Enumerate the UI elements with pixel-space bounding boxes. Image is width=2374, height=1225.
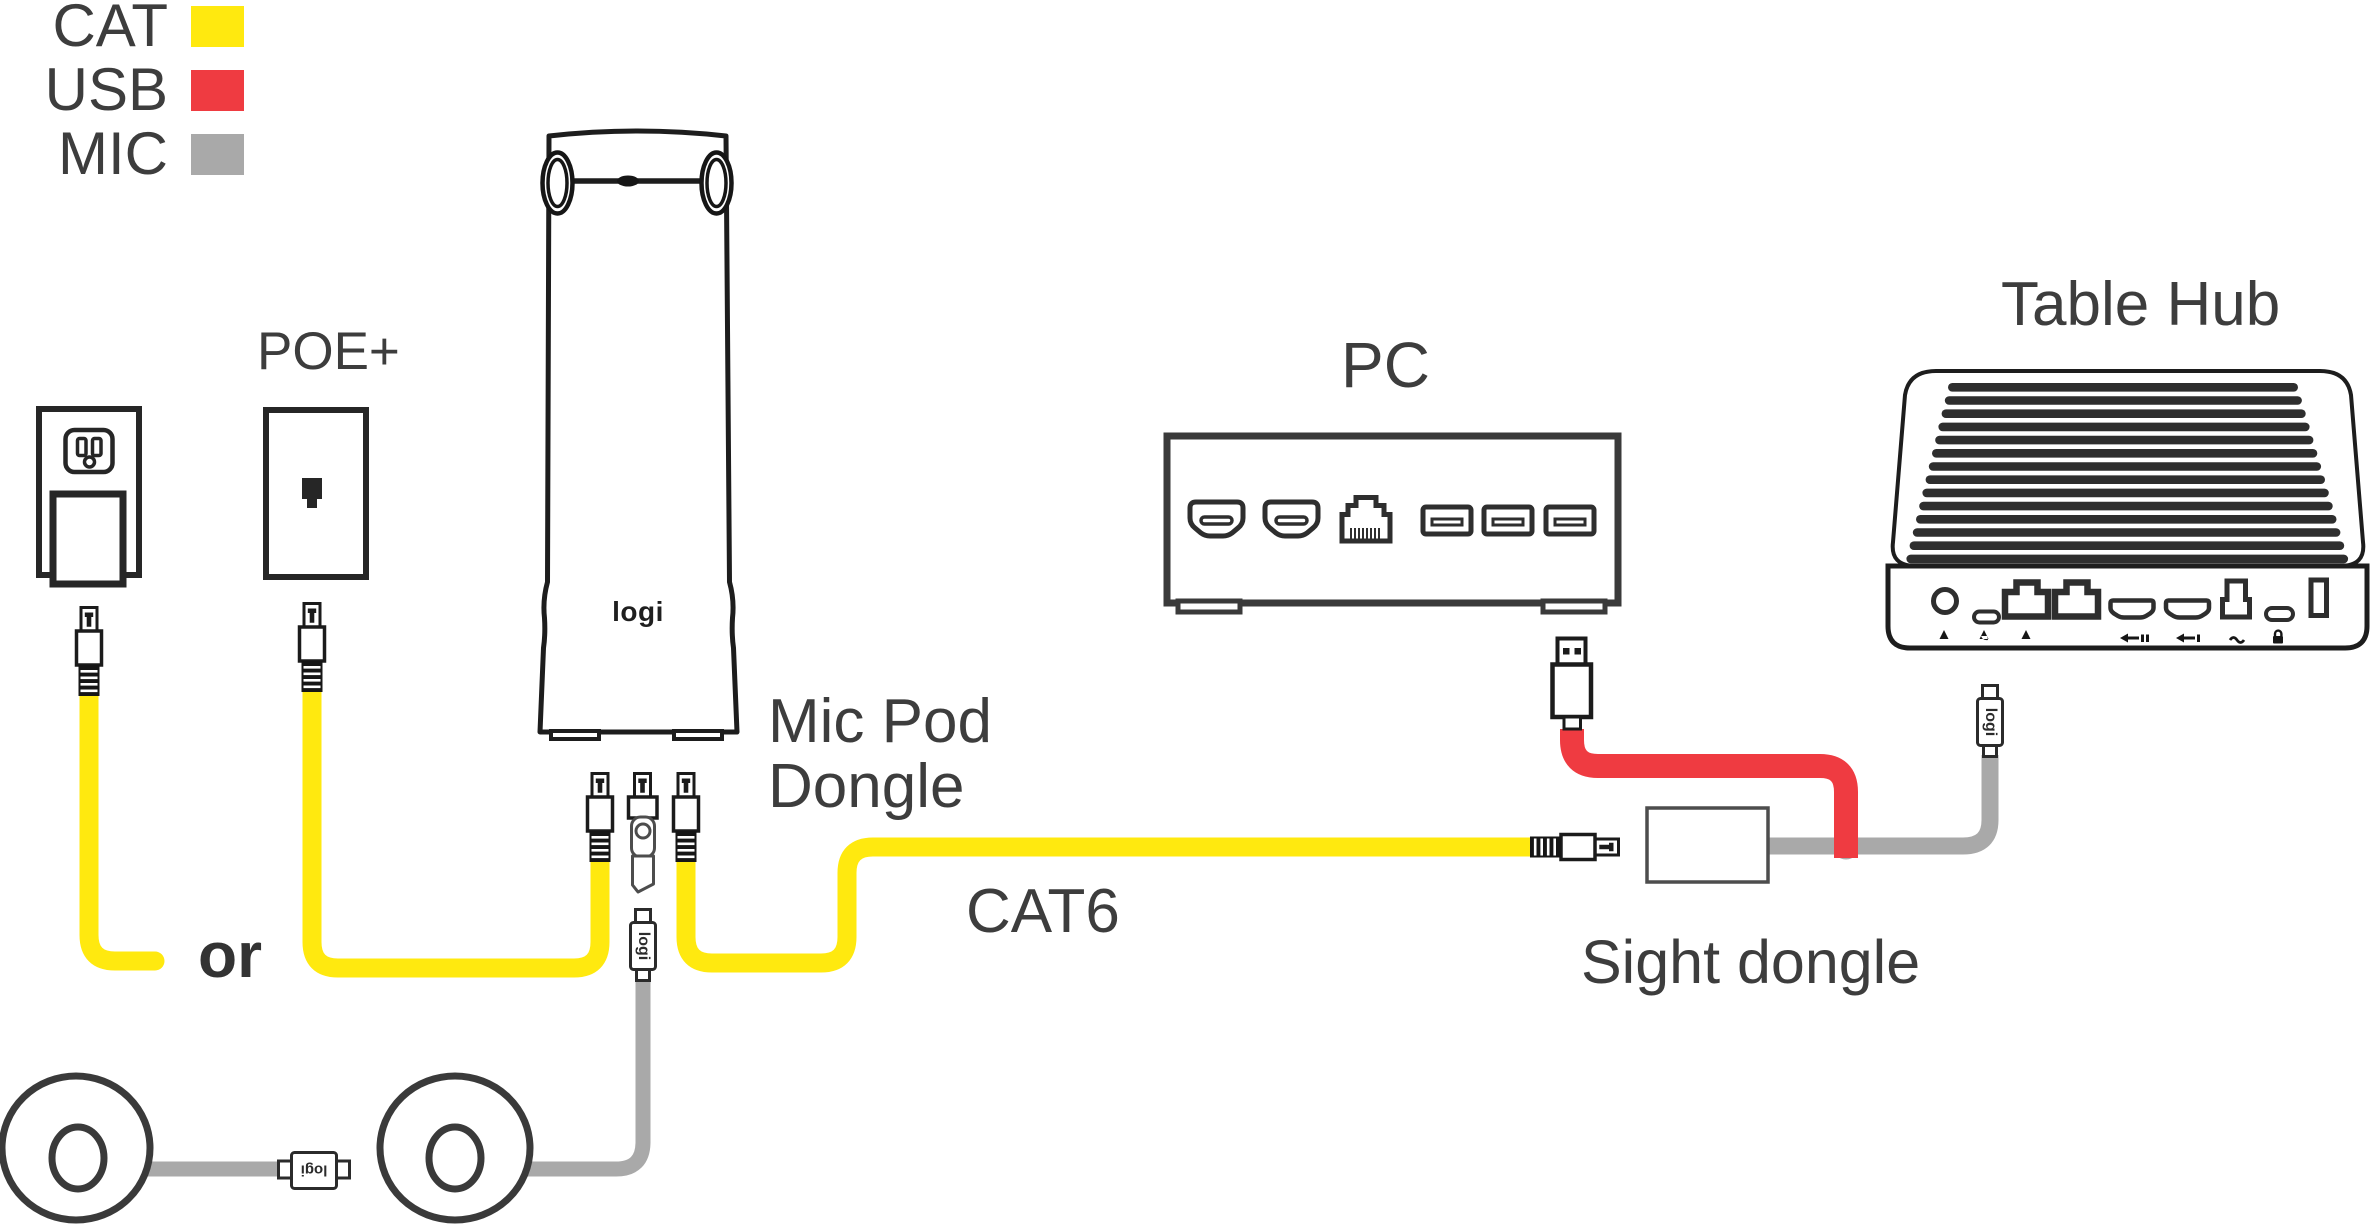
mic-pod-dongle-label-line1: Mic Pod <box>768 687 992 756</box>
sight-foot-right <box>672 729 724 741</box>
cat6-cable-sight-to-dongle <box>676 837 1552 973</box>
usbc-pods-logi-logo: logi <box>300 1161 328 1179</box>
rj45-connector-dongle <box>1528 832 1621 862</box>
poe-wall-jack <box>263 407 369 580</box>
hub-vents <box>1906 383 2349 564</box>
sight-lens-left-inner <box>546 157 569 209</box>
usb-cable-pc-to-dongle <box>1560 729 1858 858</box>
hub-slot-1 <box>1972 609 2001 625</box>
usbc-connector-pods <box>277 1151 351 1190</box>
pc-foot-right <box>1540 598 1608 615</box>
pc <box>1163 432 1622 615</box>
cat6-label: CAT6 <box>966 877 1120 946</box>
legend-label-cat: CAT <box>52 0 168 59</box>
legend-label-usb: USB <box>44 56 168 123</box>
hub-port-icons <box>1939 629 2283 644</box>
rj45-connector-poe <box>297 601 327 694</box>
sight-logi-logo: logi <box>612 596 664 627</box>
pc-hdmi-port-2 <box>1265 502 1318 536</box>
table-hub-label: Table Hub <box>2001 270 2281 339</box>
poe-label: POE+ <box>257 322 400 381</box>
rj45-connector-sight-right <box>671 771 701 864</box>
sight-lens-right-inner <box>705 157 728 209</box>
mic-cable-dongle-to-hub <box>1764 755 1999 855</box>
sight-foot-left <box>549 729 601 741</box>
sight-body <box>537 128 740 735</box>
pc-foot-left <box>1175 598 1243 615</box>
sight-camera <box>537 128 740 741</box>
pc-usb-port-2 <box>1484 507 1532 534</box>
pc-usb-port-3 <box>1546 507 1594 534</box>
usb-a-connector <box>1550 636 1594 731</box>
hub-usb-port <box>2220 578 2252 620</box>
legend-row-mic: MIC <box>0 122 244 186</box>
sight-dongle-label: Sight dongle <box>1581 928 1921 996</box>
cat-cable-outlet <box>79 679 165 971</box>
pc-label: PC <box>1341 329 1430 401</box>
wall-outlet <box>36 406 142 588</box>
power-adapter <box>49 490 127 588</box>
hub-slot-2 <box>2264 606 2295 622</box>
legend: CAT USB MIC <box>0 0 244 186</box>
outlet-ground-hole <box>82 455 97 469</box>
rj45-connector-sight-left <box>585 771 615 864</box>
mic-pod-dongle <box>626 772 659 894</box>
mic-pod-dongle-label-line2: Dongle <box>768 752 965 821</box>
rj45-connector-outlet <box>74 605 104 698</box>
cat-cable-poe-to-sight <box>302 675 610 978</box>
legend-row-usb: USB <box>0 58 244 122</box>
or-label: or <box>198 919 262 991</box>
table-hub <box>1885 369 2370 651</box>
cables <box>79 675 1999 1177</box>
mic-pod-1 <box>0 1072 154 1224</box>
poe-port <box>302 478 322 508</box>
legend-swatch-usb <box>191 69 244 111</box>
legend-swatch-mic <box>191 133 244 175</box>
mic-pod-dongle-label: Mic Pod Dongle <box>768 689 992 819</box>
legend-swatch-cat <box>191 5 244 47</box>
pc-ethernet-port <box>1339 495 1393 544</box>
legend-row-cat: CAT <box>0 0 244 58</box>
mic-pod-2 <box>376 1072 534 1224</box>
usbc-hub-logi-logo: logi <box>1982 707 1999 737</box>
pc-usb-port-1 <box>1423 507 1471 534</box>
outlet-slot-right <box>90 436 103 458</box>
hub-power-port <box>2308 577 2329 618</box>
outlet-slot-left <box>75 436 88 458</box>
sight-dongle-box <box>1645 806 1770 884</box>
pc-hdmi-port-1 <box>1190 502 1243 536</box>
usbc-micchain-logi-logo: logi <box>635 931 652 961</box>
sight-center-sensor <box>617 175 639 187</box>
hub-mic-port <box>1931 587 1959 615</box>
mic-cable-pod-to-sight <box>527 979 651 1177</box>
legend-label-mic: MIC <box>58 120 168 187</box>
